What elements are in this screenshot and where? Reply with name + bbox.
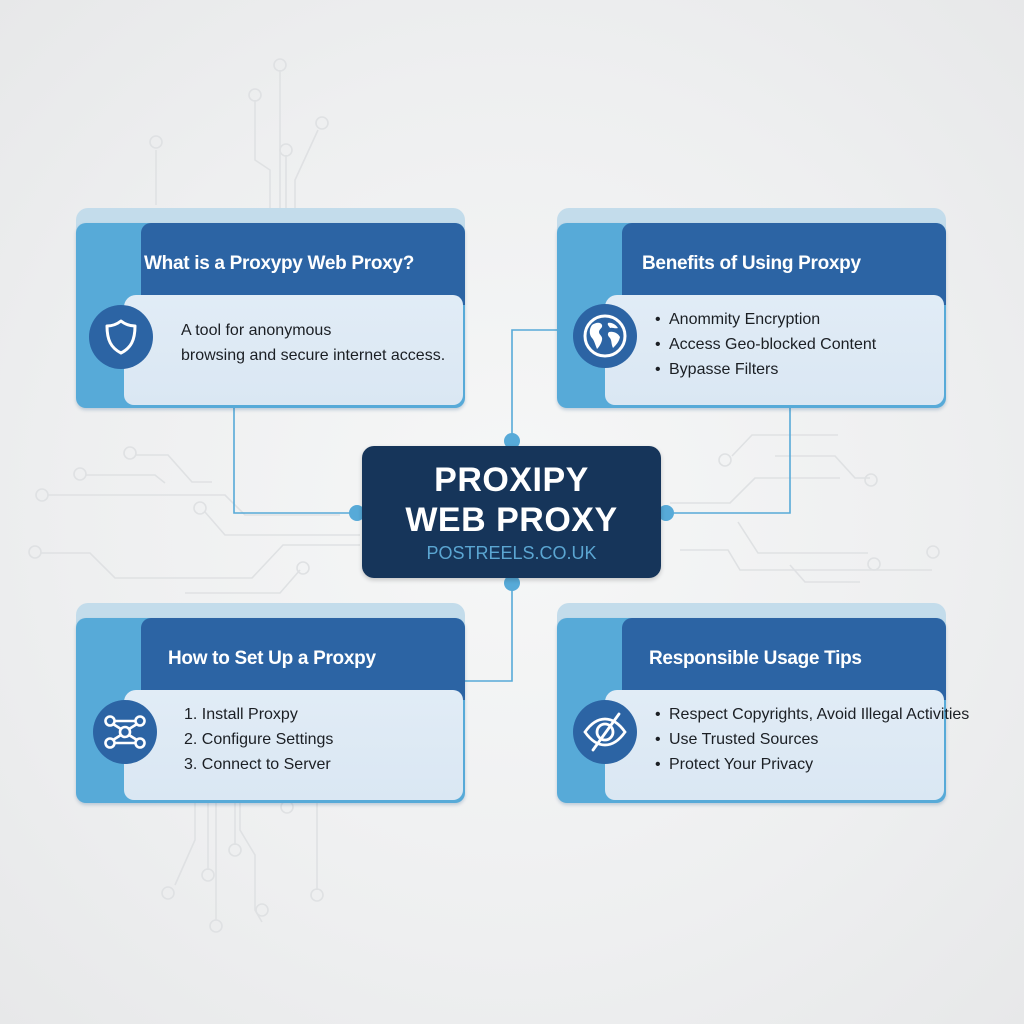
center-title-line1: PROXIPY: [434, 461, 589, 499]
connector-dot-right: [658, 505, 674, 521]
list-item: Use Trusted Sources: [655, 727, 969, 752]
setup-steps-list: 1. Install Proxpy 2. Configure Settings …: [184, 702, 333, 777]
card-title: Responsible Usage Tips: [649, 648, 862, 669]
card-title: How to Set Up a Proxpy: [168, 648, 376, 669]
list-item: Access Geo-blocked Content: [655, 332, 876, 357]
description-line: A tool for anonymous: [181, 322, 332, 339]
usage-tips-list: Respect Copyrights, Avoid Illegal Activi…: [655, 702, 969, 777]
list-item: Bypasse Filters: [655, 357, 876, 382]
card-title: Benefits of Using Proxpy: [642, 253, 861, 274]
card-body: [124, 295, 463, 405]
card-header: What is a Proxypy Web Proxy?: [141, 223, 465, 305]
card-what-is-proxy: What is a Proxypy Web Proxy? A tool for …: [76, 208, 466, 408]
connector-dot-top: [504, 433, 520, 449]
list-item: 1. Install Proxpy: [184, 706, 298, 723]
globe-icon: [573, 304, 637, 368]
card-benefits: Benefits of Using Proxpy Anommity Encryp…: [557, 208, 947, 408]
card-how-to-setup: How to Set Up a Proxpy 1. Install Proxpy…: [76, 603, 466, 803]
description-line: browsing and secure internet access.: [181, 347, 446, 364]
list-item: Respect Copyrights, Avoid Illegal Activi…: [655, 702, 969, 727]
list-item: Protect Your Privacy: [655, 752, 969, 777]
list-item: 2. Configure Settings: [184, 731, 334, 748]
list-item: Anommity Encryption: [655, 307, 876, 332]
connector-dot-left: [349, 505, 365, 521]
card-header: How to Set Up a Proxpy: [141, 618, 465, 700]
connector-dot-bottom: [504, 575, 520, 591]
center-subtitle-url: POSTREELS.CO.UK: [426, 543, 597, 563]
shield-icon: [89, 305, 153, 369]
center-title-line2: WEB PROXY: [405, 501, 618, 539]
card-responsible-usage: Responsible Usage Tips Respect Copyright…: [557, 603, 969, 803]
card-title: What is a Proxypy Web Proxy?: [144, 253, 414, 274]
card-header: Responsible Usage Tips: [622, 618, 946, 700]
card-description: A tool for anonymous browsing and secure…: [181, 318, 445, 368]
card-header: Benefits of Using Proxpy: [622, 223, 946, 305]
benefits-list: Anommity Encryption Access Geo-blocked C…: [655, 307, 876, 382]
list-item: 3. Connect to Server: [184, 756, 331, 773]
card-body: [124, 690, 463, 800]
network-nodes-icon: [93, 700, 157, 764]
central-title-box: PROXIPY WEB PROXY POSTREELS.CO.UK: [362, 446, 661, 578]
eye-slash-icon: [573, 700, 637, 764]
